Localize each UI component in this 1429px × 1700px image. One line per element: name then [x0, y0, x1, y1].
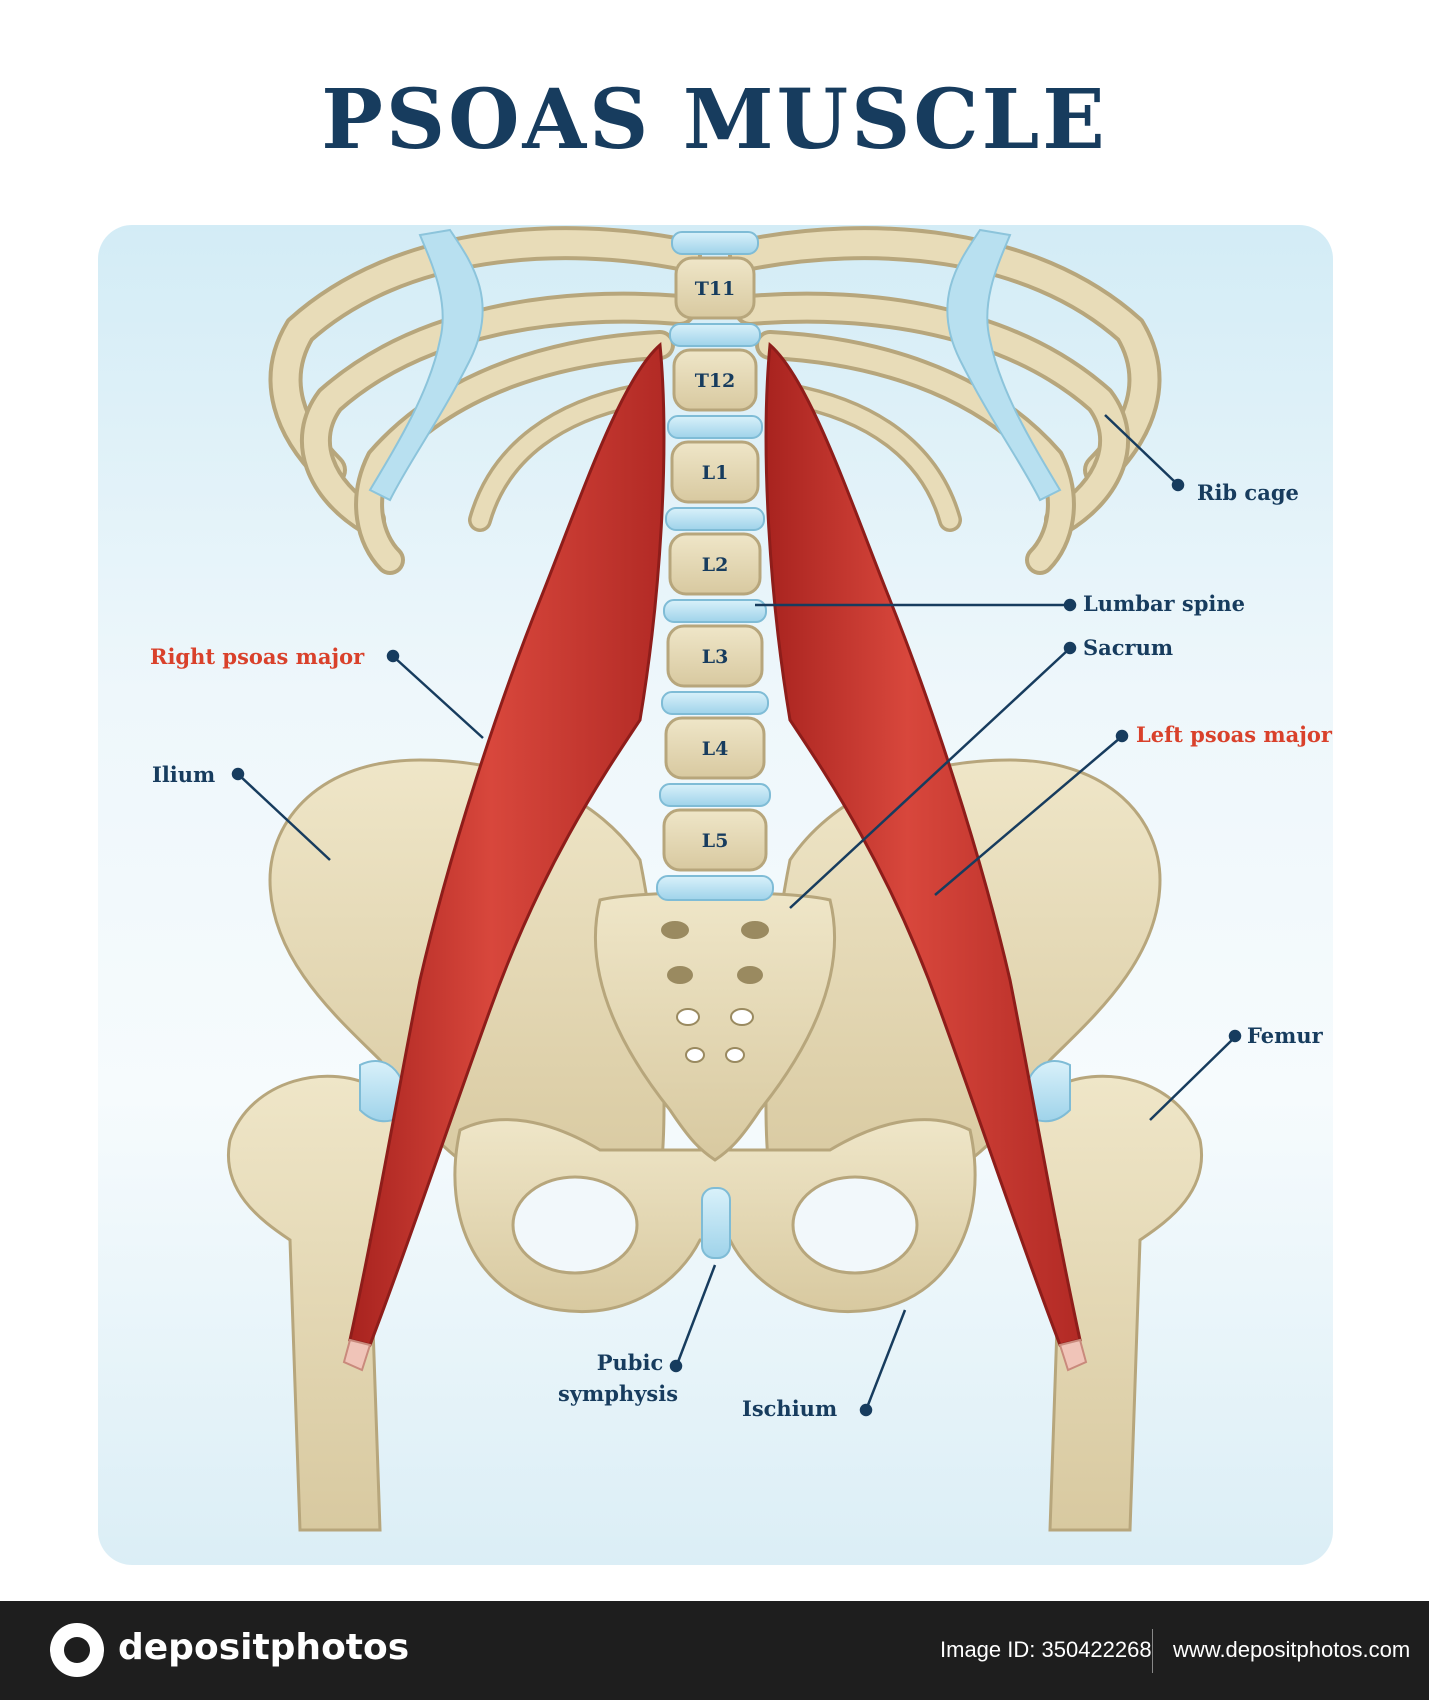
vertebra-l5: [662, 808, 768, 872]
vertebra-label-l1: L1: [702, 462, 729, 484]
rib-cage-pointer-dot: [1171, 478, 1185, 492]
vertebra-l4: [664, 716, 766, 780]
femur-label: Femur: [1247, 1023, 1323, 1048]
vertebra-label-t11: T11: [695, 278, 736, 300]
rib-cage: [268, 226, 1162, 575]
vertebra-l2: [668, 532, 762, 596]
sacrum: [594, 891, 836, 1162]
femur-pointer-dot: [1228, 1029, 1242, 1043]
leader-lines: [231, 414, 1242, 1417]
sacrum-pointer-dot: [1063, 641, 1077, 655]
vertebra-label-l2: L2: [702, 554, 729, 576]
pubic-symphysis-pointer-dot: [669, 1359, 683, 1373]
brand-name: depositphotos: [118, 1627, 410, 1668]
intervertebral-disc: [667, 415, 763, 439]
stock-footer-bar: depositphotos Image ID: 350422268 www.de…: [0, 1601, 1429, 1700]
lumbar-spine-label: Lumbar spine: [1083, 591, 1246, 616]
vertebra-l1: [670, 440, 760, 504]
left-psoas-major-label: Left psoas major: [1136, 722, 1332, 747]
lumbosacral-disc: [656, 875, 774, 901]
ilium-label: Ilium: [152, 762, 216, 787]
vertebra-label-l4: L4: [702, 738, 729, 760]
intervertebral-disc: [669, 323, 761, 347]
vertebra-l3: [666, 624, 764, 688]
right-psoas-major-label: Right psoas major: [150, 644, 365, 669]
diagram-title: PSOAS MUSCLE: [321, 72, 1108, 168]
vertebra-t11: [674, 256, 756, 320]
left-psoas-pointer-dot: [1115, 729, 1129, 743]
intervertebral-disc: [659, 783, 771, 807]
femurs: [227, 1060, 1203, 1532]
rib-cage-label: Rib cage: [1197, 480, 1299, 505]
left-psoas-major-muscle: [764, 341, 1088, 1372]
pubic-symphysis-label-line2: symphysis: [558, 1381, 679, 1406]
site-url: www.depositphotos.com: [1173, 1637, 1411, 1662]
ilium-pointer-dot: [231, 767, 245, 781]
vertebra-label-t12: T12: [695, 370, 736, 392]
pubic-symphysis-label-line1: Pubic: [596, 1350, 664, 1375]
intervertebral-disc: [671, 231, 759, 255]
costal-cartilage: [368, 228, 1062, 502]
ischium-pointer-dot: [859, 1403, 873, 1417]
footer-divider: [1152, 1629, 1153, 1673]
vertebra-t12: [672, 348, 758, 412]
intervertebral-disc: [661, 691, 769, 715]
image-id: Image ID: 350422268: [940, 1637, 1152, 1662]
lumbar-spine-pointer-dot: [1063, 598, 1077, 612]
ischium-label: Ischium: [742, 1396, 838, 1421]
right-psoas-pointer-dot: [386, 649, 400, 663]
vertebra-label-l3: L3: [702, 646, 729, 668]
vertebra-label-l5: L5: [702, 830, 729, 852]
intervertebral-disc: [663, 599, 767, 623]
sacrum-label: Sacrum: [1083, 635, 1174, 660]
intervertebral-disc: [665, 507, 765, 531]
right-psoas-major-muscle: [342, 341, 666, 1372]
depositphotos-logo-icon: [50, 1623, 104, 1677]
